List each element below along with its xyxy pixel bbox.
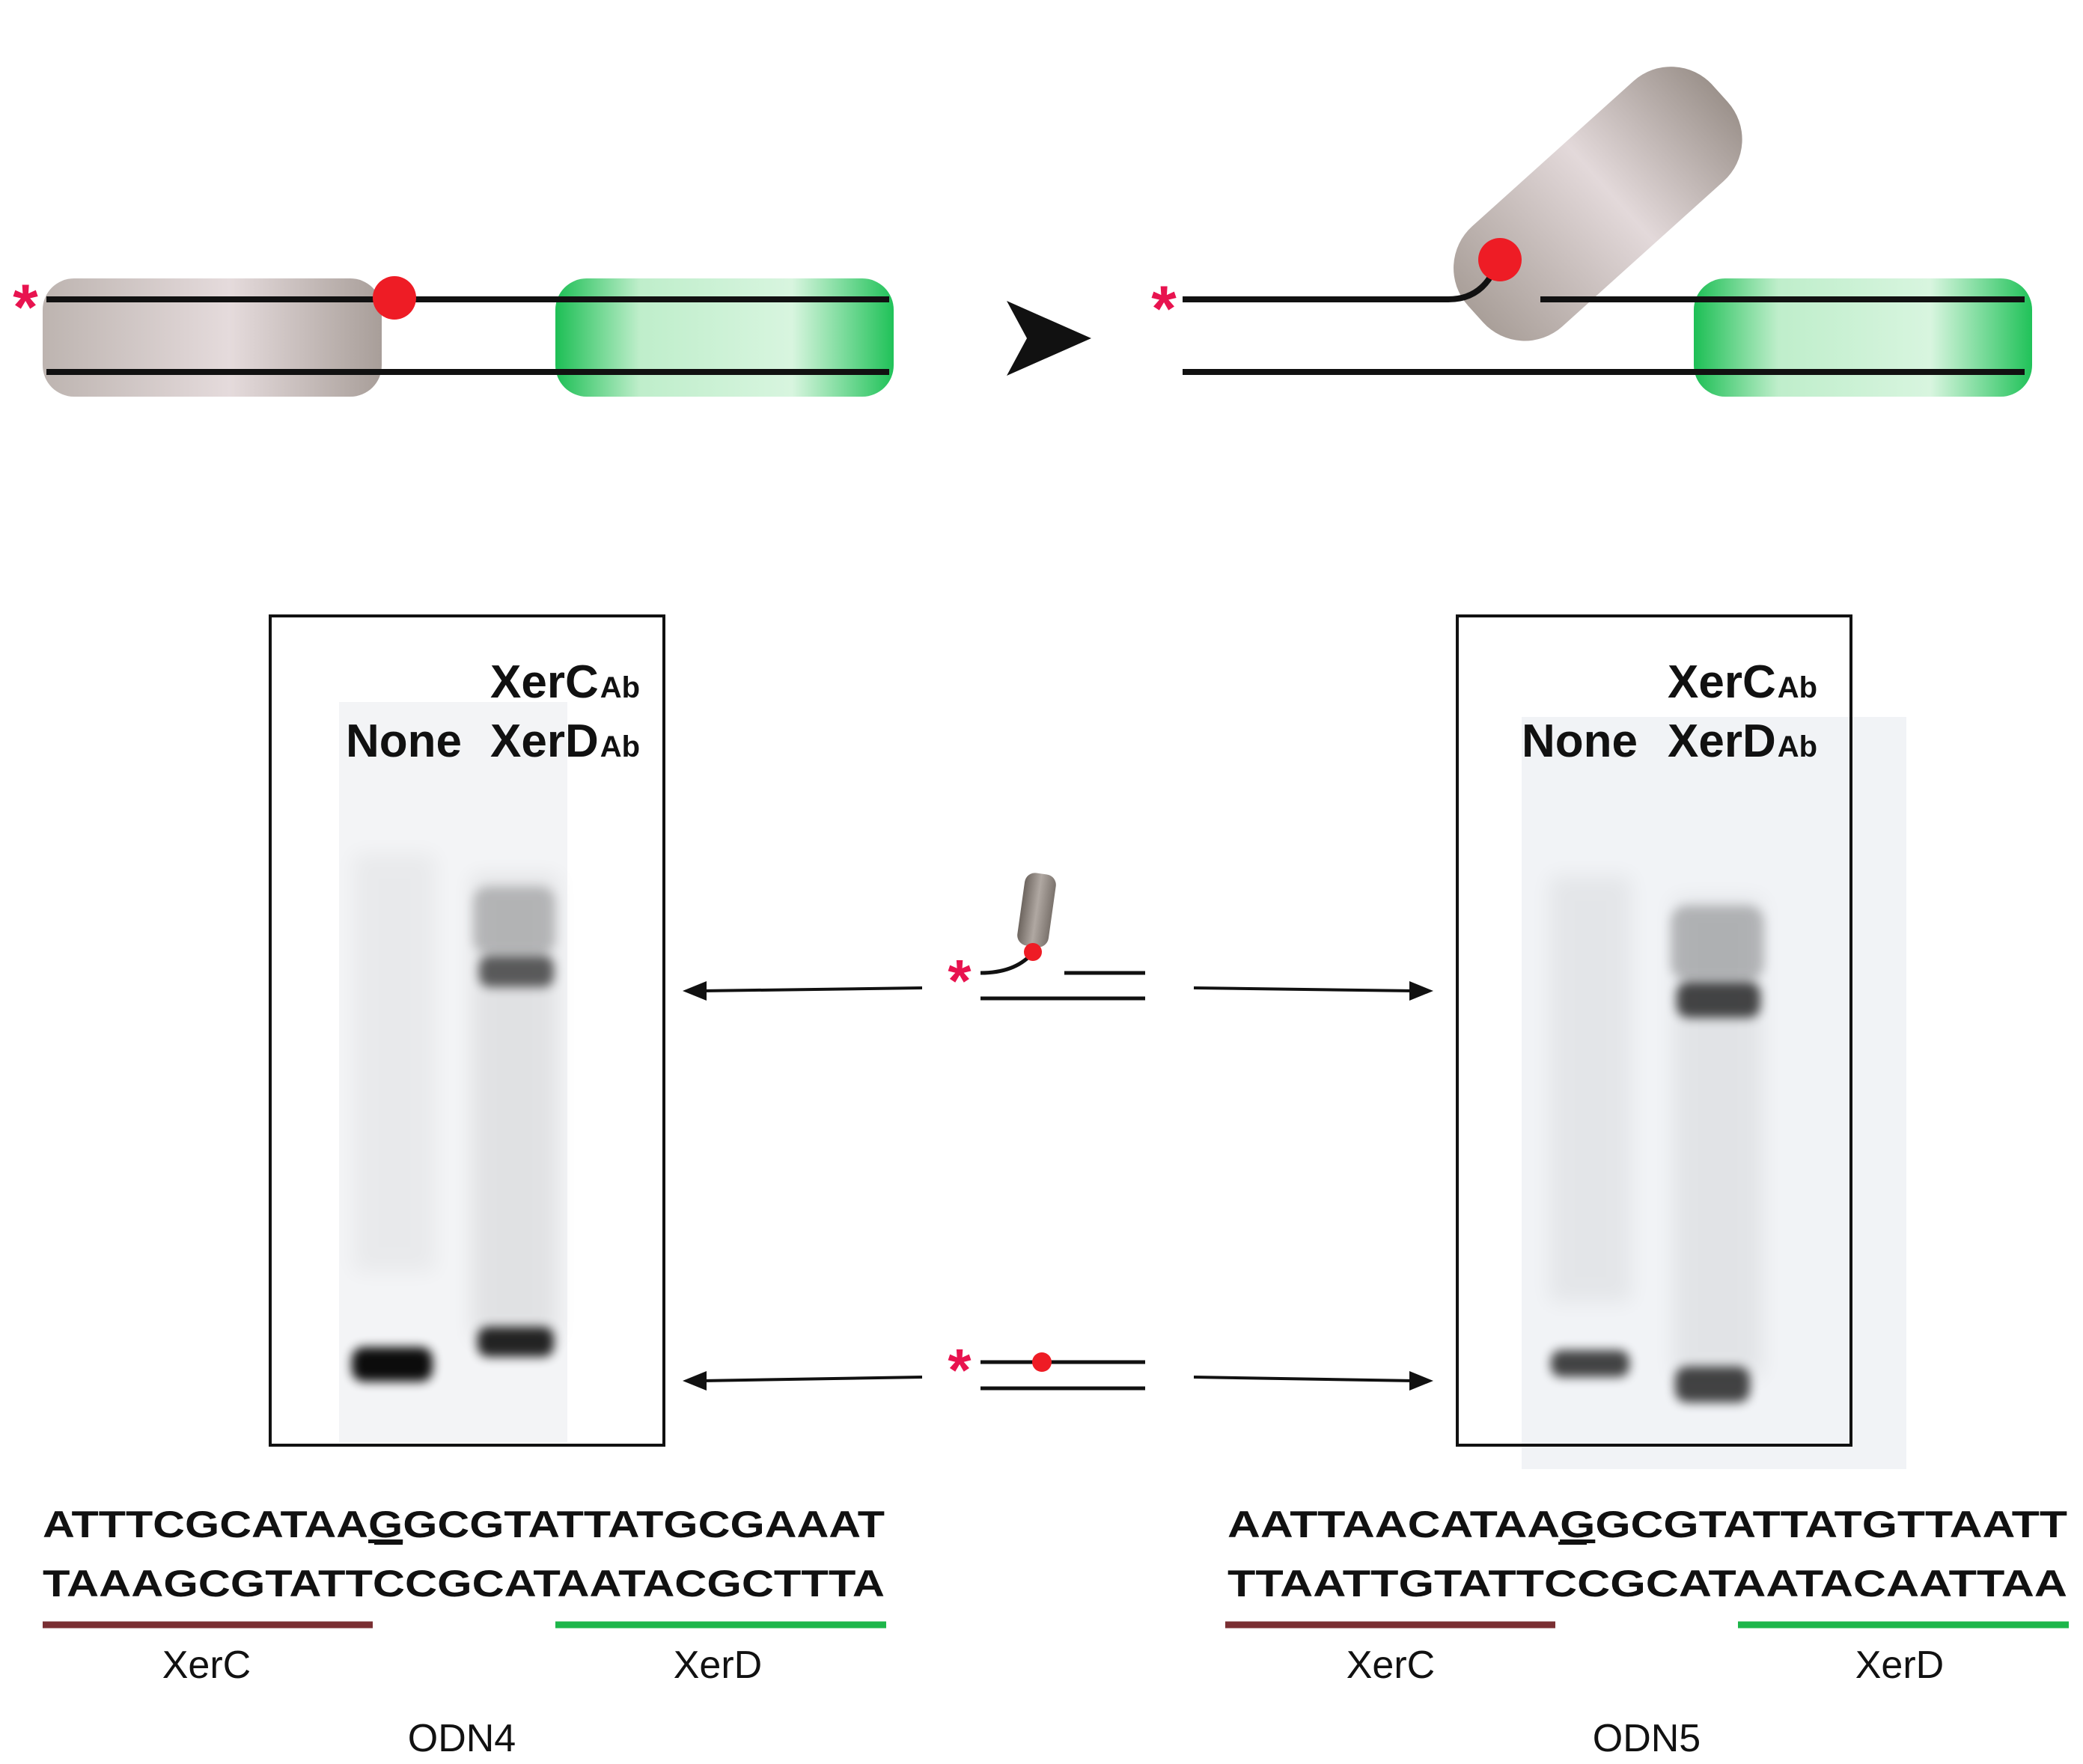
asterisk-icon: * [1151,273,1177,345]
gel-band-free-dna [1675,1367,1750,1403]
red-dot-icon [1478,238,1522,281]
xerc-site-label: XerC [1347,1644,1435,1687]
schematic-after: * [1151,67,2032,397]
sequence-bottom-strand: TTAATTGTATTCCGCATAATACAATTAA [1227,1563,2067,1605]
xerd-site-label: XerD [674,1644,762,1687]
mini-xerc-protein [1017,873,1056,947]
oligo-name: ODN4 [408,1717,516,1760]
gel-band-complex [1677,982,1760,1018]
sequence-bottom-strand: TAAAGCGTATTCCGCATAATACGCTTTA [43,1563,885,1605]
mini-dna-bent-strand [980,953,1033,975]
arrow-to-right-gel-complex [1193,986,1415,992]
asterisk-icon: * [948,947,972,1014]
lane-smear [353,853,436,1272]
xerc-site-label: XerC [162,1644,251,1687]
asterisk-icon: * [13,272,38,344]
lane-label-xerd: XerDAb [490,715,640,767]
lane-label-xerc: XerCAb [1668,656,1817,708]
lane-smear [1549,876,1632,1302]
pointer-arrows [683,981,1433,1391]
lane-label-none: None [1522,715,1638,767]
lane-label-xerc: XerCAb [490,656,640,708]
red-dot-icon [1024,943,1042,961]
xerc-protein-covalent [1454,67,1742,341]
asterisk-icon: * [948,1337,972,1403]
arrowhead-icon [683,981,707,1001]
xerd-protein-bound [555,278,894,397]
legend-free-dna: * [948,1337,1145,1403]
arrowhead-icon [1409,981,1433,1001]
lane-label-none: None [346,715,462,767]
lane-label-xerd: XerDAb [1668,715,1817,767]
gel-band-free-dna [478,1327,554,1357]
arrowhead-icon [1007,301,1091,376]
gel-band-free-dna [352,1347,433,1382]
gel-panel-left: None XerCAb XerDAb [269,614,665,1447]
gel-panel-right: None XerCAb XerDAb [1456,614,1906,1469]
gel-band-complex-diffuse [1671,906,1764,980]
oligo-name: ODN5 [1593,1717,1701,1760]
arrow-to-right-gel-free [1193,1376,1415,1382]
gel-band-free-dna [1551,1350,1629,1377]
red-dot-icon [1032,1352,1052,1372]
gel-frame [1456,614,1852,1447]
schematic-before: * [13,272,894,397]
dna-top-strand-cleaved-left [1183,262,1500,302]
red-dot-icon [373,276,416,320]
xerc-protein-bound [43,278,382,397]
gel-frame [269,614,665,1447]
arrowhead-icon [1409,1371,1433,1391]
xerd-protein-bound-after [1694,278,2032,397]
arrowhead-icon [683,1371,707,1391]
arrow-to-left-gel-free [701,1376,923,1382]
legend-covalent-complex: * [948,873,1145,1014]
xerd-site-label: XerD [1855,1644,1944,1687]
gel-band-complex [479,956,554,987]
gel-band-complex-diffuse [473,887,555,954]
arrow-to-left-gel-complex [701,986,923,992]
